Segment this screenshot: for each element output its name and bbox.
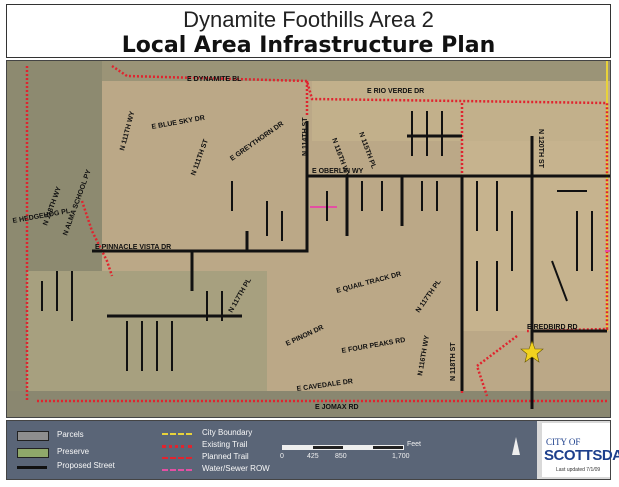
legend-panel: Parcels Preserve Proposed Street City Bo… [7, 421, 537, 479]
scale-1700: 1,700 [392, 453, 410, 460]
label-jomax: E JOMAX RD [315, 404, 359, 411]
label-pinnacle-vista: E PINNACLE VISTA DR [95, 244, 171, 251]
proposed-streets [92, 121, 610, 409]
label-120th: N 120TH ST [537, 129, 544, 169]
legend-proposed-street: Proposed Street [57, 461, 115, 470]
map-svg: E DYNAMITE BL E RIO VERDE DR E BLUE SKY … [7, 61, 610, 417]
label-redbird: E REDBIRD RD [527, 324, 578, 331]
title-box: Dynamite Foothills Area 2 Local Area Inf… [6, 4, 611, 58]
label-118th-st: N 118TH ST [450, 342, 457, 381]
legend-water-sewer: Water/Sewer ROW [202, 464, 270, 473]
scale-bar-icon [282, 445, 404, 450]
logo-city-of: CITY OF [546, 437, 581, 447]
existing-trail-swatch-icon [162, 445, 192, 448]
terrain-south [7, 391, 610, 417]
scale-unit: Feet [407, 441, 422, 448]
side-streets [41, 111, 593, 371]
logo-updated: Last updated 7/1/09 [556, 467, 601, 473]
map-subtitle: Local Area Infrastructure Plan [121, 33, 496, 58]
legend-existing-trail: Existing Trail [202, 440, 248, 449]
map-canvas[interactable]: E DYNAMITE BL E RIO VERDE DR E BLUE SKY … [6, 60, 611, 418]
north-arrow-icon [512, 437, 520, 455]
preserve-swatch-icon [17, 448, 49, 458]
label-rio-verde: E RIO VERDE DR [367, 88, 424, 95]
proposed-street-swatch-icon [17, 466, 47, 469]
legend-parcels: Parcels [57, 430, 84, 439]
scale-850: 850 [335, 453, 347, 460]
terrain-southwest [27, 271, 267, 391]
scale-0: 0 [280, 453, 284, 460]
label-114th: N 114TH ST [302, 117, 309, 156]
legend-preserve: Preserve [57, 447, 90, 456]
star-marker-icon[interactable] [520, 340, 544, 363]
label-dynamite: E DYNAMITE BL [187, 76, 242, 83]
city-boundary-swatch-icon [162, 433, 192, 435]
water-sewer-swatch-icon [162, 469, 192, 471]
map-legend: Parcels Preserve Proposed Street City Bo… [6, 420, 619, 480]
scale-425: 425 [307, 453, 319, 460]
parcels-swatch-icon [17, 431, 49, 441]
legend-planned-trail: Planned Trail [202, 452, 249, 461]
label-oberlin: E OBERLIN WY [312, 168, 364, 175]
planned-trail-swatch-icon [162, 457, 192, 459]
map-title: Dynamite Foothills Area 2 [183, 7, 434, 32]
legend-city-boundary: City Boundary [202, 428, 253, 437]
